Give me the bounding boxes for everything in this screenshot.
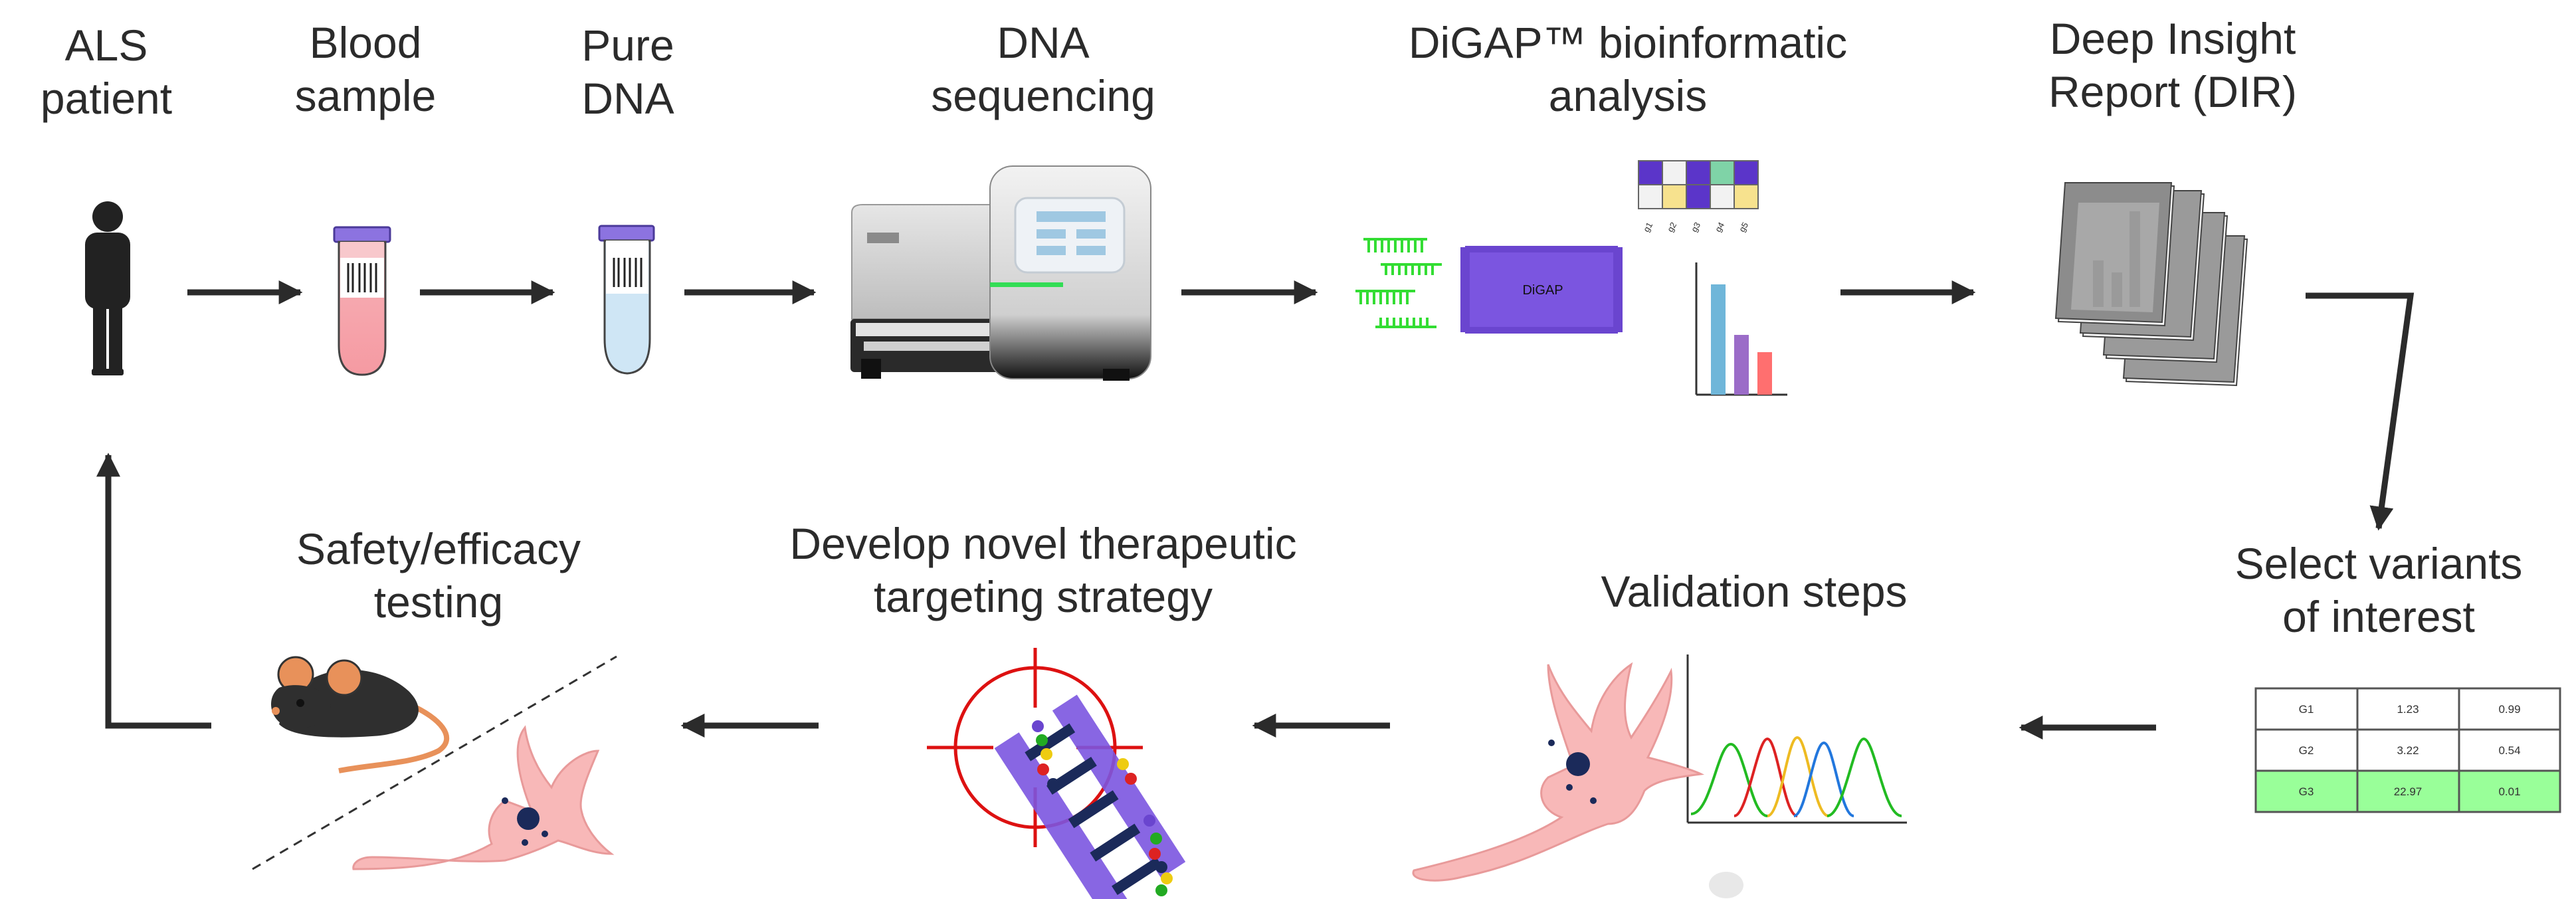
label-line: ALS xyxy=(64,21,148,70)
dna-helix-icon xyxy=(994,694,1186,899)
decorative-dot xyxy=(1709,872,1743,898)
table-cell: G2 xyxy=(2299,744,2314,757)
arrow-down xyxy=(2306,292,2415,531)
label-line: Select variants xyxy=(2234,539,2523,588)
label-line: Validation steps xyxy=(1601,567,1908,616)
dna-tube-icon xyxy=(598,225,655,375)
label-line: analysis xyxy=(1548,71,1708,120)
label-blood-sample: Blood sample xyxy=(259,16,472,122)
label-select-variants: Select variants of interest xyxy=(2193,537,2565,643)
label-digap-analysis: DiGAP™ bioinformatic analysis xyxy=(1349,16,1907,122)
heatmap-col-label: g4 xyxy=(1713,221,1726,234)
heatmap-col-label: g2 xyxy=(1665,221,1678,234)
label-line: Report (DIR) xyxy=(2048,67,2298,116)
label-line: DiGAP™ bioinformatic xyxy=(1408,18,1848,67)
table-row-highlight xyxy=(2256,771,2560,812)
label-validation-steps: Validation steps xyxy=(1502,565,2007,618)
label-line: Pure xyxy=(581,21,674,70)
label-pure-dna: Pure DNA xyxy=(545,19,711,125)
label-als-patient: ALS patient xyxy=(7,19,206,125)
heatmap-col-label: g5 xyxy=(1737,221,1750,234)
neuron-icon xyxy=(1412,662,1705,882)
sequencer-icon xyxy=(850,165,1151,381)
digap-pipeline-box: DiGAP xyxy=(1460,246,1623,334)
table-cell: G1 xyxy=(2299,703,2314,716)
table-cell: 0.99 xyxy=(2498,703,2520,716)
person-icon xyxy=(85,201,130,375)
label-line: Deep Insight xyxy=(2049,14,2296,63)
label-line: sample xyxy=(294,71,437,120)
label-safety-testing: Safety/efficacy testing xyxy=(246,522,631,629)
label-line: sequencing xyxy=(931,71,1155,120)
neuron-icon xyxy=(352,725,615,870)
table-cell: 1.23 xyxy=(2397,703,2419,716)
table-cell: G3 xyxy=(2299,785,2314,798)
heatmap-column-labels: g1 g2 g3 g4 g5 xyxy=(1641,221,1750,234)
table-cell: 3.22 xyxy=(2397,744,2419,757)
blood-tube-icon xyxy=(333,226,391,376)
label-line: Develop novel therapeutic xyxy=(789,519,1297,568)
sequencing-reads-icon xyxy=(1355,238,1442,328)
label-line: patient xyxy=(40,74,173,123)
label-line: DNA xyxy=(581,74,674,123)
table-cell: 0.54 xyxy=(2498,744,2520,757)
heatmap-col-label: g1 xyxy=(1641,221,1654,234)
label-line: testing xyxy=(373,577,504,627)
label-line: of interest xyxy=(2282,592,2475,641)
heatmap-col-label: g3 xyxy=(1689,221,1702,234)
digap-box-label: DiGAP xyxy=(1522,283,1563,298)
chromatogram-icon xyxy=(1686,654,1907,824)
mouse-icon xyxy=(271,656,450,773)
heatmap-icon xyxy=(1638,160,1759,209)
arrow-up xyxy=(96,452,211,729)
label-line: targeting strategy xyxy=(874,572,1213,621)
table-cell: 22.97 xyxy=(2394,785,2423,798)
label-develop-strategy: Develop novel therapeutic targeting stra… xyxy=(724,517,1362,623)
table-cell: 0.01 xyxy=(2498,785,2520,798)
label-line: Blood xyxy=(309,18,422,67)
arrows-bottom-row xyxy=(96,452,2156,740)
variant-table: G1 1.23 0.99 G2 3.22 0.54 G3 22.97 0.01 xyxy=(2254,687,2561,813)
report-stack-icon xyxy=(2054,182,2248,387)
label-dna-sequencing: DNA sequencing xyxy=(870,16,1216,122)
label-deep-insight-report: Deep Insight Report (DIR) xyxy=(1987,12,2359,118)
label-line: DNA xyxy=(997,18,1090,67)
dashed-divider xyxy=(252,655,617,870)
arrows-top-row xyxy=(187,280,2415,531)
mini-bar-chart-icon xyxy=(1695,262,1787,396)
label-line: Safety/efficacy xyxy=(296,524,581,573)
